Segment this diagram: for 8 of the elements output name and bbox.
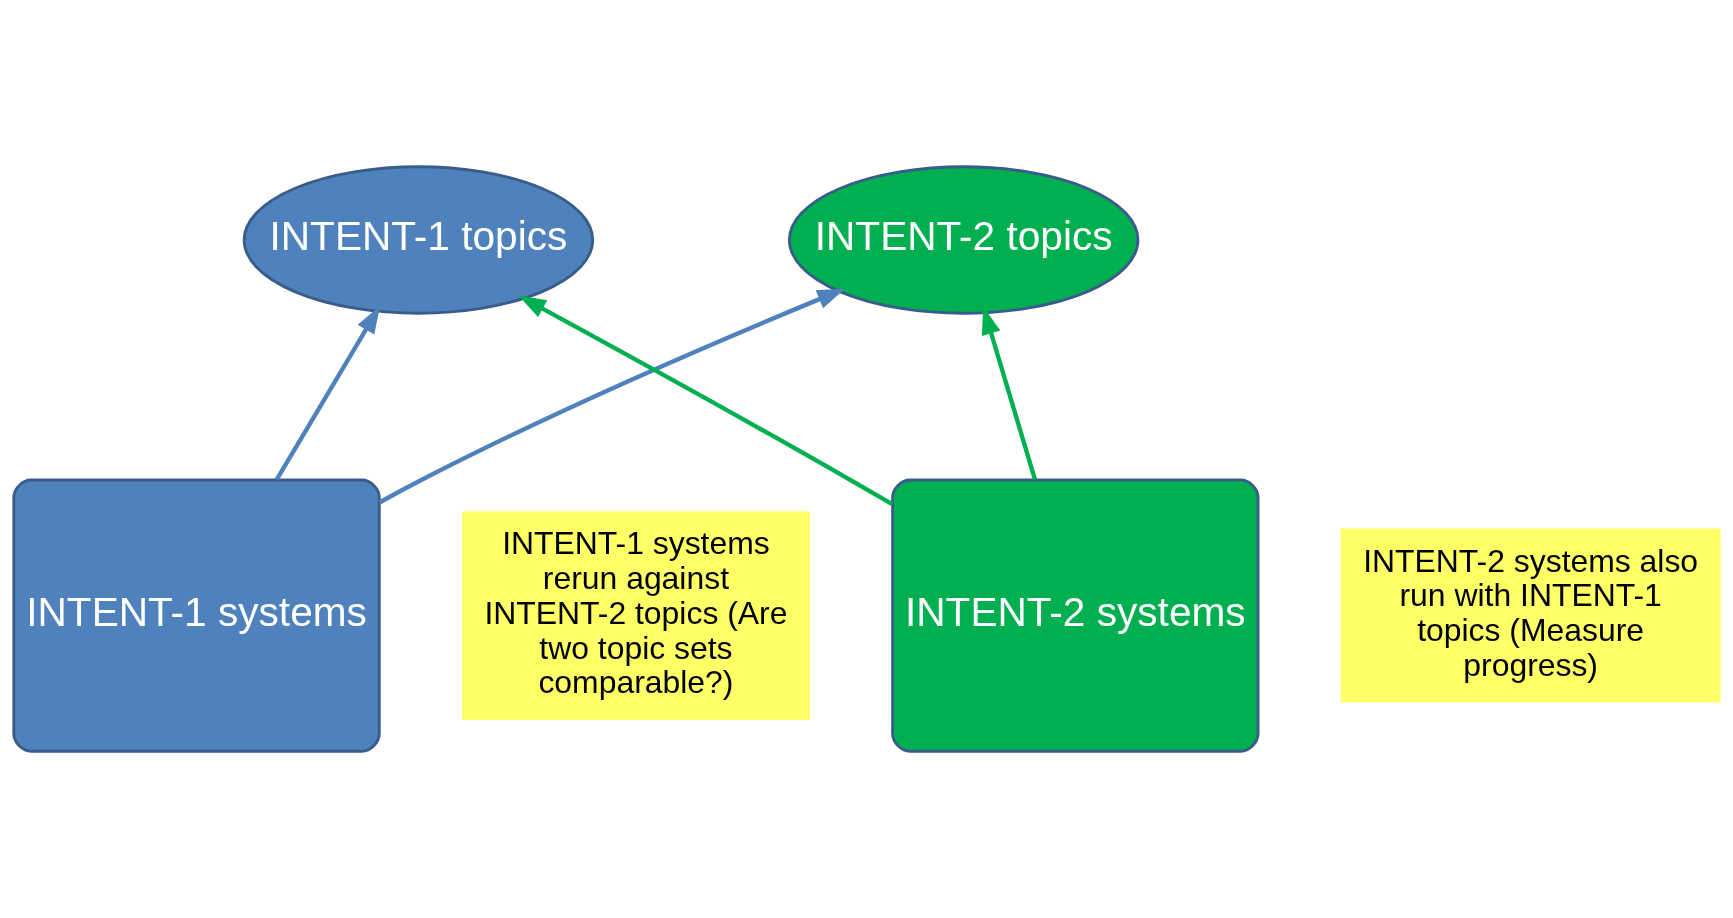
label: INTENT-2 systems also run with INTENT-1 topics (Measure progress)	[1363, 542, 1699, 683]
node-box: INTENT-2 systems	[891, 478, 1260, 753]
arrow	[378, 288, 845, 505]
node-ellipse: INTENT-1 topics	[242, 165, 595, 315]
node-ellipse: INTENT-2 topics	[787, 165, 1140, 315]
node-box: INTENT-1 systems	[12, 478, 381, 753]
label: INTENT-1 systems rerun against INTENT-2 topics (Are two topic sets comparable?)	[484, 525, 788, 701]
arrow	[518, 295, 894, 507]
